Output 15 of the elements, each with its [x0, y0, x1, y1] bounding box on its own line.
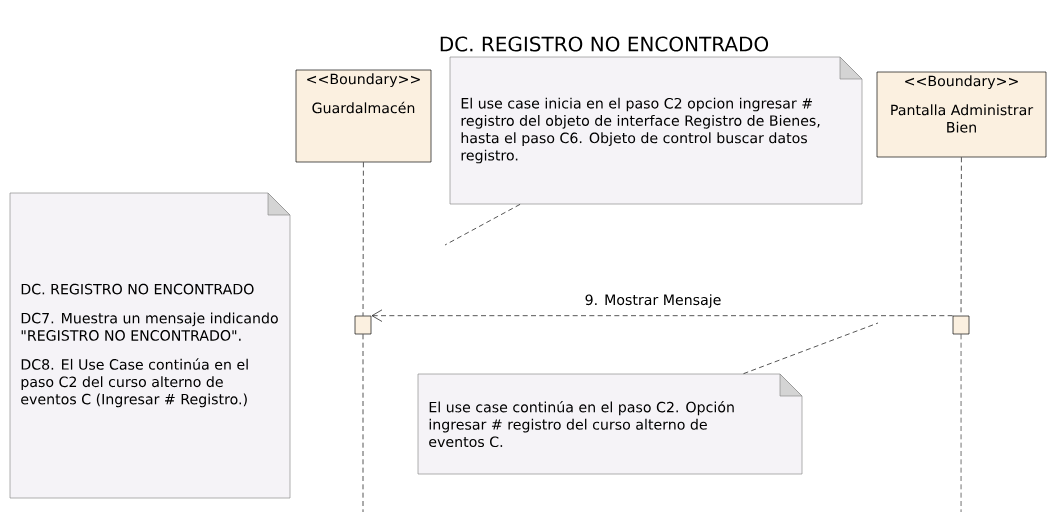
lifeline-box: <<Boundary>> Pantalla Administrar Bien — [876, 71, 1047, 158]
lifeline-box: <<Boundary>> Guardalmacén — [295, 69, 432, 163]
edge-label: 9. Mostrar Mensaje — [585, 294, 721, 308]
note: El use case inicia en el paso C2 opcion ingresar # registro del objeto de interface Registro de Bienes, hasta el paso C6. Objeto de control buscar datos registro. — [449, 56, 863, 205]
message-arrow — [371, 309, 953, 322]
note: DC. REGISTRO NO ENCONTRADO DC7. Muestra un mensaje indicando "REGISTRO NO ENCONTRADO". DC8. El Use Case continúa en el paso C2 del curso alterno de eventos C (Ingresar # Registro.) — [9, 192, 291, 499]
lifeline — [362, 334, 364, 512]
note: El use case continúa en el paso C2. Opción ingresar # registro del curso alterno de eventos C. — [417, 373, 803, 475]
activation-box — [354, 315, 372, 335]
lifeline — [960, 157, 962, 316]
leader-line — [743, 322, 879, 374]
title: DC. REGISTRO NO ENCONTRADO — [440, 36, 769, 52]
leader-line — [444, 204, 521, 246]
activation-box — [952, 315, 970, 335]
lifeline — [362, 162, 364, 316]
